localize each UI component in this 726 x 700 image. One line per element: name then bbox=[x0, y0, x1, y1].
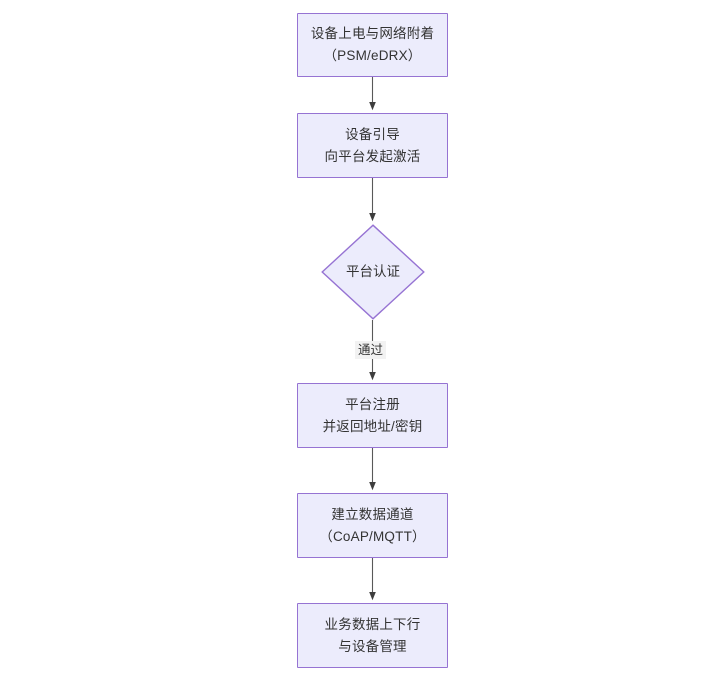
node-establish-data-channel[interactable]: 建立数据通道 （CoAP/MQTT） bbox=[297, 493, 448, 558]
edge-label-pass: 通过 bbox=[355, 341, 387, 359]
node-label-line: 并返回地址/密钥 bbox=[322, 418, 423, 434]
node-platform-registration[interactable]: 平台注册 并返回地址/密钥 bbox=[297, 383, 448, 448]
node-label-line: 业务数据上下行 bbox=[324, 616, 421, 632]
node-label-line: 建立数据通道 bbox=[331, 506, 414, 522]
node-business-data-and-device-management[interactable]: 业务数据上下行 与设备管理 bbox=[297, 603, 448, 668]
node-label-line: 平台认证 bbox=[346, 264, 400, 279]
node-device-power-on[interactable]: 设备上电与网络附着 （PSM/eDRX） bbox=[297, 13, 448, 77]
node-label-line: 设备引导 bbox=[345, 126, 400, 142]
node-device-bootstrap[interactable]: 设备引导 向平台发起激活 bbox=[297, 113, 448, 178]
node-label-line: 与设备管理 bbox=[338, 638, 407, 654]
node-label-line: （PSM/eDRX） bbox=[323, 48, 422, 63]
node-label-line: （CoAP/MQTT） bbox=[319, 528, 426, 544]
node-platform-authentication[interactable]: 平台认证 bbox=[321, 224, 425, 320]
diamond-shape bbox=[321, 224, 425, 320]
node-label-line: 向平台发起激活 bbox=[324, 148, 421, 164]
node-label-line: 设备上电与网络附着 bbox=[310, 26, 435, 41]
node-label-line: 平台注册 bbox=[345, 396, 400, 412]
